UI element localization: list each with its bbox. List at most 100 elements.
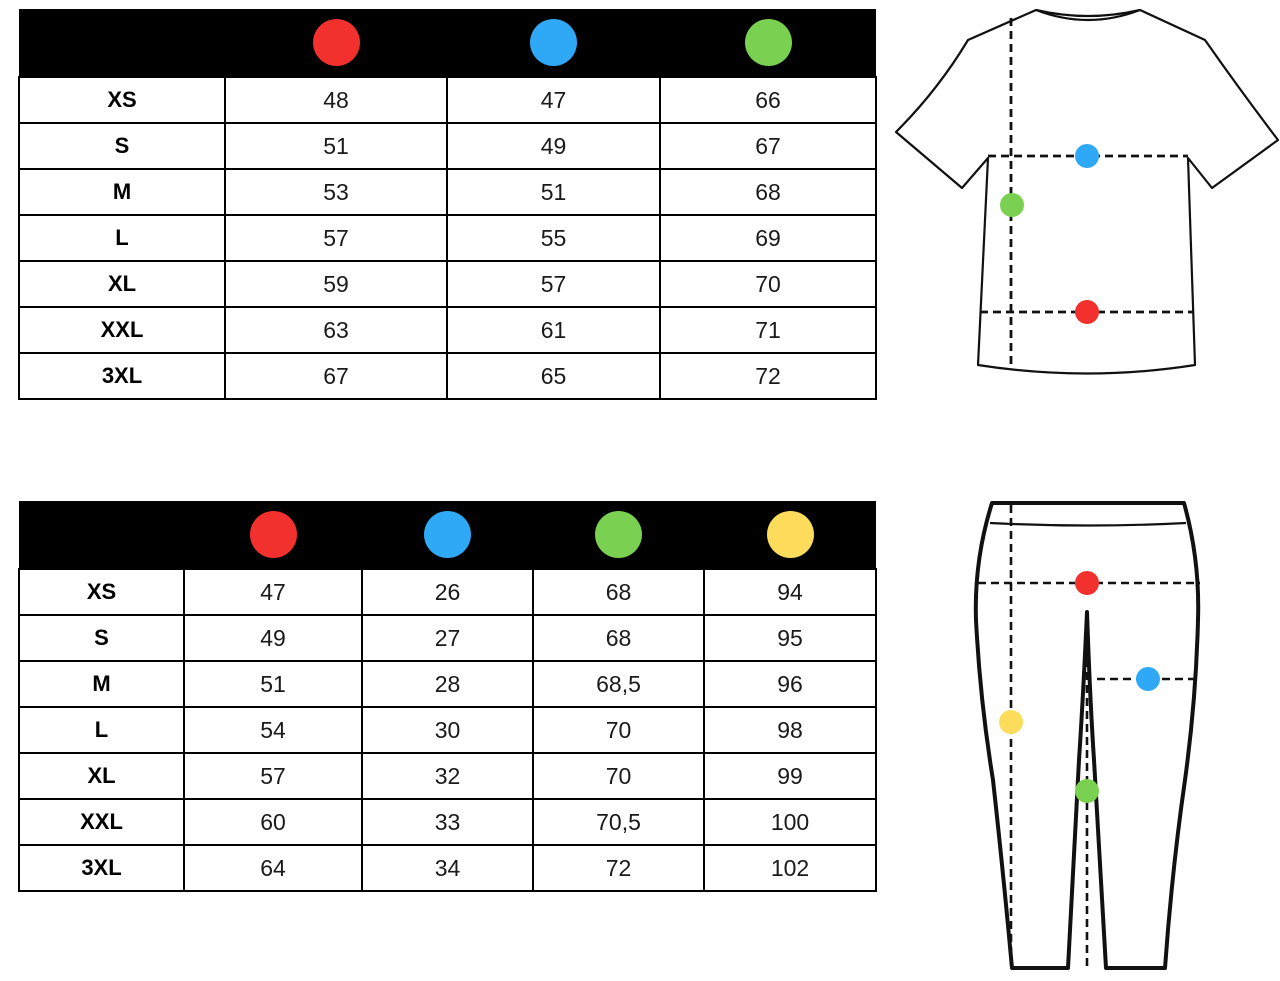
measurement-cell: 68 — [659, 168, 877, 216]
header-marker-cell — [184, 501, 362, 569]
green-marker-icon — [744, 19, 792, 66]
size-label: XXL — [18, 798, 185, 846]
size-label: M — [18, 168, 226, 216]
size-label: S — [18, 614, 185, 662]
measurement-cell: 94 — [703, 568, 877, 616]
measurement-cell: 47 — [183, 568, 363, 616]
measurement-cell: 72 — [532, 844, 705, 892]
measurement-cell: 68 — [532, 568, 705, 616]
measurement-cell: 66 — [659, 76, 877, 124]
header-size-cell — [19, 501, 184, 569]
header-marker-cell — [362, 501, 533, 569]
pants-table-header — [19, 501, 876, 569]
size-label: M — [18, 660, 185, 708]
header-marker-cell — [704, 501, 876, 569]
measurement-cell: 68 — [532, 614, 705, 662]
red-marker-icon — [1075, 571, 1099, 595]
measurement-cell: 68,5 — [532, 660, 705, 708]
measurement-cell: 60 — [183, 798, 363, 846]
yellow-marker-icon — [999, 710, 1023, 734]
size-label: 3XL — [18, 844, 185, 892]
measurement-cell: 49 — [446, 122, 661, 170]
size-label: S — [18, 122, 226, 170]
measurement-cell: 69 — [659, 214, 877, 262]
measurement-cell: 70 — [659, 260, 877, 308]
size-label: XL — [18, 260, 226, 308]
blue-marker-icon — [1136, 667, 1160, 691]
measurement-cell: 53 — [224, 168, 448, 216]
pants-icon — [973, 501, 1201, 970]
measurement-cell: 99 — [703, 752, 877, 800]
header-marker-cell — [533, 501, 704, 569]
measurement-cell: 67 — [659, 122, 877, 170]
size-label: L — [18, 706, 185, 754]
measurement-cell: 70 — [532, 706, 705, 754]
measurement-cell: 70 — [532, 752, 705, 800]
tshirt-icon — [894, 8, 1280, 375]
green-marker-icon — [595, 511, 642, 558]
measurement-cell: 48 — [224, 76, 448, 124]
size-label: XS — [18, 76, 226, 124]
measurement-cell: 26 — [361, 568, 534, 616]
measurement-cell: 67 — [224, 352, 448, 400]
measurement-cell: 32 — [361, 752, 534, 800]
blue-marker-icon — [530, 19, 577, 66]
measurement-cell: 27 — [361, 614, 534, 662]
measurement-cell: 57 — [183, 752, 363, 800]
measurement-cell: 51 — [183, 660, 363, 708]
measurement-cell: 28 — [361, 660, 534, 708]
header-marker-cell — [447, 9, 660, 77]
measurement-cell: 63 — [224, 306, 448, 354]
measurement-cell: 33 — [361, 798, 534, 846]
measurement-cell: 49 — [183, 614, 363, 662]
measurement-cell: 54 — [183, 706, 363, 754]
measurement-cell: 64 — [183, 844, 363, 892]
size-label: L — [18, 214, 226, 262]
measurement-cell: 57 — [224, 214, 448, 262]
measurement-cell: 100 — [703, 798, 877, 846]
measurement-cell: 47 — [446, 76, 661, 124]
yellow-marker-icon — [766, 511, 814, 558]
size-label: 3XL — [18, 352, 226, 400]
measurement-cell: 34 — [361, 844, 534, 892]
measurement-cell: 98 — [703, 706, 877, 754]
red-marker-icon — [312, 19, 360, 66]
size-label: XS — [18, 568, 185, 616]
header-marker-cell — [660, 9, 876, 77]
header-marker-cell — [225, 9, 447, 77]
measurement-cell: 65 — [446, 352, 661, 400]
measurement-cell: 57 — [446, 260, 661, 308]
red-marker-icon — [1075, 300, 1099, 324]
header-size-cell — [19, 9, 225, 77]
blue-marker-icon — [1075, 144, 1099, 168]
measurement-cell: 59 — [224, 260, 448, 308]
measurement-cell: 96 — [703, 660, 877, 708]
measurement-cell: 55 — [446, 214, 661, 262]
blue-marker-icon — [424, 511, 471, 558]
size-label: XL — [18, 752, 185, 800]
measurement-cell: 51 — [446, 168, 661, 216]
measurement-cell: 51 — [224, 122, 448, 170]
red-marker-icon — [249, 511, 297, 558]
green-marker-icon — [1075, 779, 1099, 803]
measurement-cell: 72 — [659, 352, 877, 400]
measurement-cell: 95 — [703, 614, 877, 662]
measurement-cell: 30 — [361, 706, 534, 754]
size-label: XXL — [18, 306, 226, 354]
